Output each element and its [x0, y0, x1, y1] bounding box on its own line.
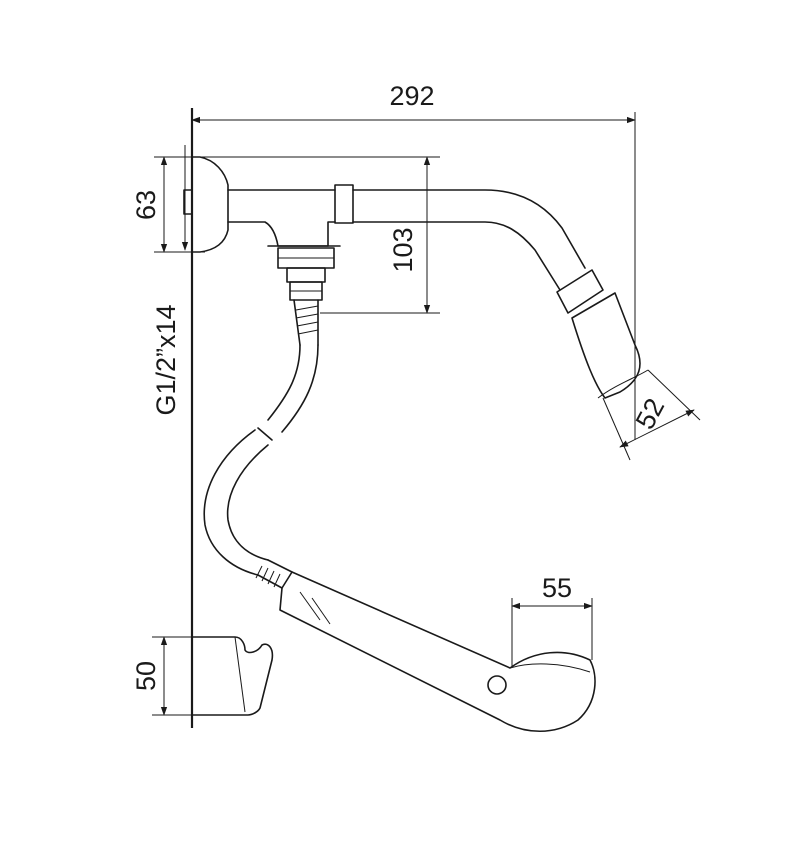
hose: [203, 299, 319, 589]
dimension-shower-head: 52: [602, 369, 701, 461]
outlet-connector: [277, 247, 335, 301]
shower-head: [556, 269, 649, 399]
dimension-handle-label: 55: [542, 573, 572, 603]
dimension-outlet-drop: 103: [320, 156, 440, 314]
dimension-holder-label: 50: [131, 661, 161, 691]
wall-escutcheon: [183, 156, 229, 253]
valve-body: [227, 184, 354, 247]
dimension-holder: 50: [131, 636, 192, 716]
hand-shower: [279, 571, 596, 733]
shower-arm: [352, 189, 586, 291]
dimension-shower-head-label: 52: [630, 393, 671, 434]
dimension-overall-width: 292: [191, 81, 636, 440]
dimension-thread: G1/2”x14: [151, 145, 189, 416]
dimension-overall-width-label: 292: [389, 81, 434, 111]
dimension-head-height-label: 63: [131, 190, 161, 220]
dimension-outlet-drop-label: 103: [388, 227, 418, 272]
wall-holder: [191, 636, 274, 716]
dimension-thread-label: G1/2”x14: [151, 304, 181, 415]
dimension-handle: 55: [511, 573, 593, 668]
